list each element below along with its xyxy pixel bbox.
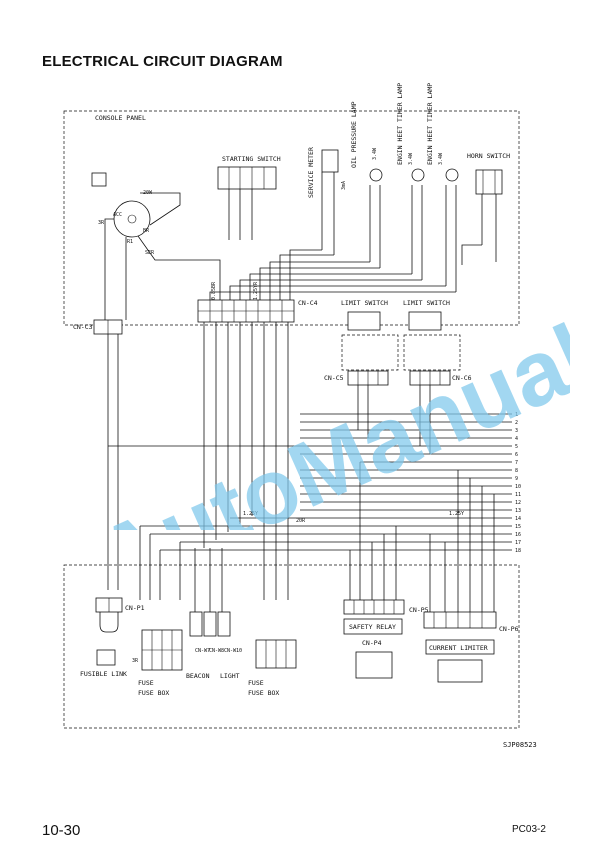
- service-meter: [321, 149, 339, 173]
- limit-switch-2-body: [403, 334, 461, 371]
- cn-w10-label: CN-W10: [224, 648, 242, 654]
- svg-text:11: 11: [515, 492, 521, 498]
- page-number: 10-30: [42, 822, 81, 839]
- light-label: LIGHT: [220, 672, 240, 680]
- fuse-label-2: FUSE: [248, 679, 264, 687]
- cn-c3-label: CN-C3: [73, 323, 93, 331]
- limit-switch-2-label: LIMIT SWITCH: [403, 299, 450, 307]
- wire-085br-label: 0.85BR: [211, 281, 217, 300]
- cn-p1-label: CN-P1: [125, 604, 145, 612]
- bus-lines: [108, 413, 512, 551]
- model-code: PC03-2: [512, 824, 546, 835]
- oil-pressure-lamp-label: OIL PRESSURE LAMP: [350, 101, 358, 168]
- wire-3r-label: 3R: [98, 220, 105, 226]
- terminal-acc: ACC: [113, 212, 122, 218]
- limit-switch-2: [408, 311, 442, 331]
- svg-text:14: 14: [515, 516, 521, 522]
- service-meter-label: SERVICE METER: [307, 147, 315, 198]
- wire-125y-label-right: 1.25Y: [449, 511, 464, 517]
- svg-text:9: 9: [515, 476, 518, 482]
- svg-text:8: 8: [515, 468, 518, 474]
- fusible-link-icon: [96, 649, 116, 666]
- svg-text:6: 6: [515, 452, 518, 458]
- cn-c5-label: CN-C5: [324, 374, 344, 382]
- heat-timer-lamp-1-label: ENGIN HEET TIMER LAMP: [396, 83, 404, 165]
- fuse-box-1-label: FUSE BOX: [138, 689, 169, 697]
- cn-p5-label: CN-P5: [409, 606, 429, 614]
- svg-text:1: 1: [515, 412, 518, 418]
- current-limiter-label: CURRENT LIMITER: [429, 644, 488, 652]
- svg-text:4: 4: [515, 436, 518, 442]
- cn-p6-connector: [423, 611, 497, 629]
- console-panel-label: CONSOLE PANEL: [95, 114, 146, 122]
- cn-w8-label: CN-W8: [209, 648, 224, 654]
- cn-p6-label: CN-P6: [499, 625, 519, 633]
- current-limiter: [425, 639, 495, 655]
- horn-switch-label: HORN SWITCH: [467, 152, 510, 160]
- svg-text:3: 3: [515, 428, 518, 434]
- heat-timer-lamp-1-icon: [411, 168, 425, 182]
- console-panel-border: [63, 110, 520, 326]
- oil-pressure-lamp-icon: [369, 168, 383, 182]
- starting-switch-connector: [217, 166, 277, 190]
- fuse-label-1: FUSE: [138, 679, 154, 687]
- oil-lamp-rating: 3.4W: [372, 147, 378, 160]
- wire-125yr-label: 1.25YR: [253, 281, 259, 300]
- cn-p4-label: CN-P4: [362, 639, 382, 647]
- figure-ref: SJP08523: [503, 741, 537, 749]
- svg-text:10: 10: [515, 484, 521, 490]
- bus-line-numbers: 1 2 3 4 5 6 7 8 9 10 11 12 13 14 15 16 1…: [515, 412, 521, 554]
- svg-text:2: 2: [515, 420, 518, 426]
- cn-w7-label: CN-W7: [195, 648, 210, 654]
- cn-p4-plug: [355, 651, 393, 679]
- terminal-r1: R1: [127, 239, 133, 245]
- cn-c6-label: CN-C6: [452, 374, 472, 382]
- svg-text:18: 18: [515, 548, 521, 554]
- svg-text:5: 5: [515, 444, 518, 450]
- heat-timer-lamp-2-icon: [445, 168, 459, 182]
- svg-text:13: 13: [515, 508, 521, 514]
- wire-125y-label: 1.25Y: [243, 511, 258, 517]
- cn-c4-label: CN-C4: [298, 299, 318, 307]
- beacon-connectors: [189, 611, 231, 637]
- wire-3r-lower-label: 3R: [132, 658, 139, 664]
- limit-switch-1-label: LIMIT SWITCH: [341, 299, 388, 307]
- fusible-link-label: FUSIBLE LINK: [80, 670, 127, 678]
- svg-text:17: 17: [515, 540, 521, 546]
- beacon-label: BEACON: [186, 672, 210, 680]
- page-title: ELECTRICAL CIRCUIT DIAGRAM: [42, 53, 283, 70]
- svg-text:15: 15: [515, 524, 521, 530]
- safety-relay: [343, 618, 403, 635]
- wire-20r-label: 20R: [296, 518, 306, 524]
- horn-switch: [475, 169, 503, 195]
- lower-panel-border: [63, 564, 520, 729]
- fusible-link-loop: [99, 612, 119, 633]
- meter-rating: 3mA: [341, 181, 347, 190]
- heat-lamp-2-rating: 3.4W: [438, 152, 444, 165]
- svg-text:7: 7: [515, 460, 518, 466]
- key-icon: [91, 172, 107, 187]
- svg-text:12: 12: [515, 500, 521, 506]
- heat-lamp-1-rating: 3.4W: [408, 152, 414, 165]
- fuse-box-2-label: FUSE BOX: [248, 689, 279, 697]
- limit-switch-1-body: [341, 334, 399, 371]
- safety-relay-label: SAFETY RELAY: [349, 623, 396, 631]
- heat-timer-lamp-2-label: ENGIN HEET TIMER LAMP: [426, 83, 434, 165]
- limit-switch-1: [347, 311, 381, 331]
- current-limiter-plug: [437, 659, 483, 683]
- svg-text:16: 16: [515, 532, 521, 538]
- starting-switch-label: STARTING SWITCH: [222, 155, 281, 163]
- terminal-br: BR: [143, 228, 150, 234]
